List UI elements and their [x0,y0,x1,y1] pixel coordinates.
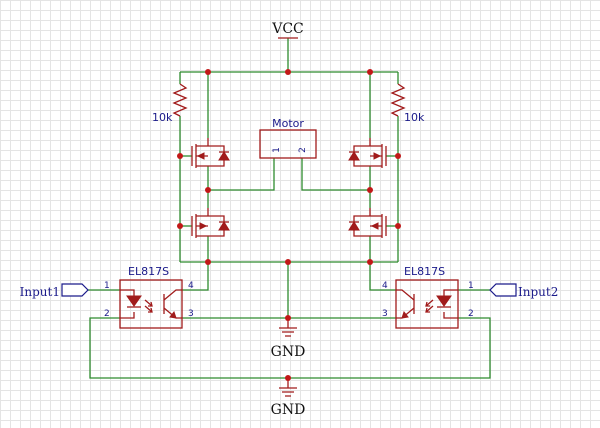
opto-right-pin1: 1 [468,281,474,291]
wire-motor-pin1 [208,158,275,191]
junction-right-gate-bottom [395,223,401,229]
junction-bottom-center [285,259,291,265]
junction-vcc [285,69,291,75]
motor: Motor 1 2 [259,117,317,159]
opto-right-pin2: 2 [468,309,474,319]
resistor-left: 10k [152,83,188,124]
input2-port: Input2 [489,283,558,299]
junctions [177,69,401,381]
resistor-left-value: 10k [152,111,173,124]
junction-bottom-left [205,259,211,265]
motor-label: Motor [272,117,304,130]
junction-ground-bottom [285,375,291,381]
opto-right-pin3: 3 [382,309,388,319]
optocoupler-left: EL817S 1 2 3 4 [104,265,194,329]
mosfet-right-top [348,138,387,168]
resistor-right-value: 10k [404,111,425,124]
junction-motor-left [205,187,211,193]
opto-left-pin3: 3 [188,309,194,319]
motor-body [259,129,317,159]
wire-motor-pin2 [301,158,370,191]
motor-pin2-label: 2 [298,147,308,153]
wire-right-opto-pin4 [369,262,396,291]
wire-led-return-left [89,317,288,379]
junction-top-right [367,69,373,75]
mosfet-right-bottom [348,208,387,238]
resistor-right: 10k [390,83,425,124]
input2-label: Input2 [518,285,558,299]
junction-left-gate-bottom [177,223,183,229]
opto-left-pin4: 4 [188,281,194,291]
gnd-bottom-label: GND [271,402,306,418]
junction-left-gate-top [177,153,183,159]
input1-port: Input1 [20,283,89,299]
vcc-label: VCC [271,21,304,37]
gnd-top-label: GND [271,344,306,360]
opto-right-part: EL817S [404,265,445,278]
ground-symbol-bottom: GND [271,378,306,418]
input1-port-flag [61,283,89,297]
opto-left-body [119,279,183,329]
junction-motor-right [367,187,373,193]
ground-symbol-top: GND [271,318,306,360]
junction-ground-top [285,315,291,321]
opto-left-pin1: 1 [104,281,110,291]
opto-left-pin2: 2 [104,309,110,319]
wire-left-opto-pin4 [182,262,209,291]
wires [88,38,491,379]
opto-left-part: EL817S [128,265,169,278]
junction-top-left [205,69,211,75]
junction-bottom-right [367,259,373,265]
vcc-symbol: VCC [271,21,304,39]
input2-port-flag [489,283,517,297]
optocoupler-right: EL817S 1 2 3 4 [382,265,474,329]
input1-label: Input1 [20,285,60,299]
mosfet-left-top [191,138,230,168]
mosfet-left-bottom [191,208,230,238]
opto-right-pin4: 4 [382,281,388,291]
opto-right-body [395,279,459,329]
wire-led-return-right [288,317,491,379]
motor-pin1-label: 1 [272,147,282,153]
junction-right-gate-top [395,153,401,159]
